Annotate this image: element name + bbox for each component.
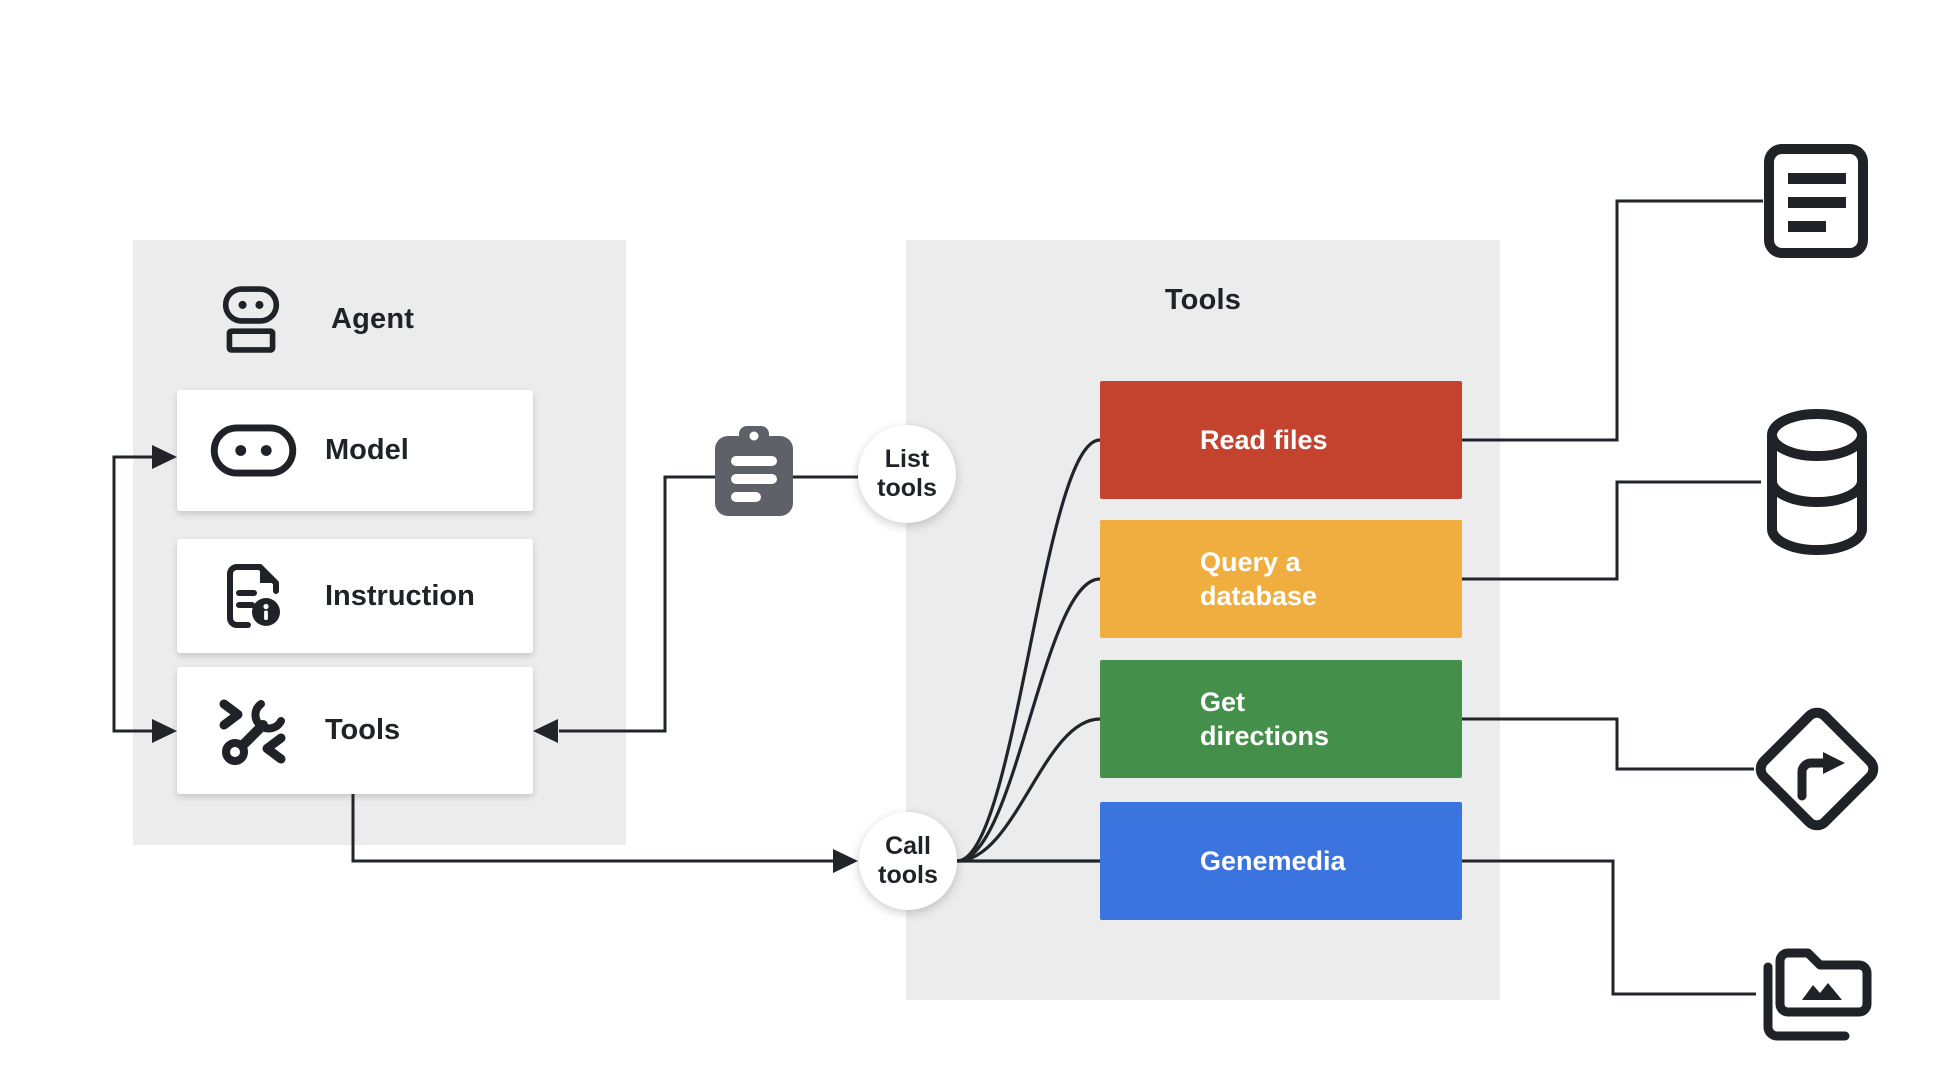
tool-query-database: Query a database xyxy=(1100,520,1462,638)
tool-genemedia-label: Genemedia xyxy=(1200,846,1346,876)
arrowhead-into-call-tools xyxy=(833,849,858,873)
card-instruction-label: Instruction xyxy=(325,579,475,612)
model-icon-slot xyxy=(207,424,299,477)
tool-genemedia: Genemedia xyxy=(1100,802,1462,920)
directions-icon xyxy=(1755,707,1879,831)
arrowhead-into-tools-left xyxy=(152,719,177,743)
wrench-code-icon xyxy=(219,699,286,765)
clipboard-icon xyxy=(715,426,793,516)
instruction-document-icon xyxy=(227,564,280,628)
agent-panel-title: Agent xyxy=(331,302,415,335)
document-icon xyxy=(1764,144,1868,258)
database-icon xyxy=(1767,409,1867,555)
card-model: Model xyxy=(177,390,533,511)
agent-robot-icon xyxy=(222,286,280,353)
tool-get-directions-label: Get directions xyxy=(1200,687,1330,751)
agent-header: Agent xyxy=(221,284,414,354)
robot-face-icon xyxy=(210,424,296,477)
tool-get-directions: Get directions xyxy=(1100,660,1462,778)
tools-panel: Tools Read files Query a database Get di… xyxy=(906,240,1500,1000)
call-tools-label: Call tools xyxy=(878,832,938,889)
tools-panel-title: Tools xyxy=(1164,284,1242,316)
arrowhead-into-tools-right xyxy=(533,719,558,743)
card-tools: Tools xyxy=(177,667,533,794)
call-tools-node: Call tools xyxy=(859,812,957,910)
media-icon xyxy=(1763,948,1872,1041)
agent-panel: Agent Model xyxy=(133,240,626,845)
card-model-label: Model xyxy=(325,434,409,466)
tool-read-files-label: Read files xyxy=(1200,425,1328,455)
instruction-icon-slot xyxy=(207,563,299,629)
tool-read-files: Read files xyxy=(1100,381,1462,499)
card-tools-label: Tools xyxy=(325,714,401,746)
list-tools-node: List tools xyxy=(858,425,956,523)
card-instruction: Instruction xyxy=(177,539,533,653)
list-tools-label: List tools xyxy=(877,445,937,502)
tool-query-database-label: Query a database xyxy=(1200,547,1318,611)
tools-icon-slot xyxy=(207,695,299,767)
arrowhead-into-model xyxy=(152,445,177,469)
